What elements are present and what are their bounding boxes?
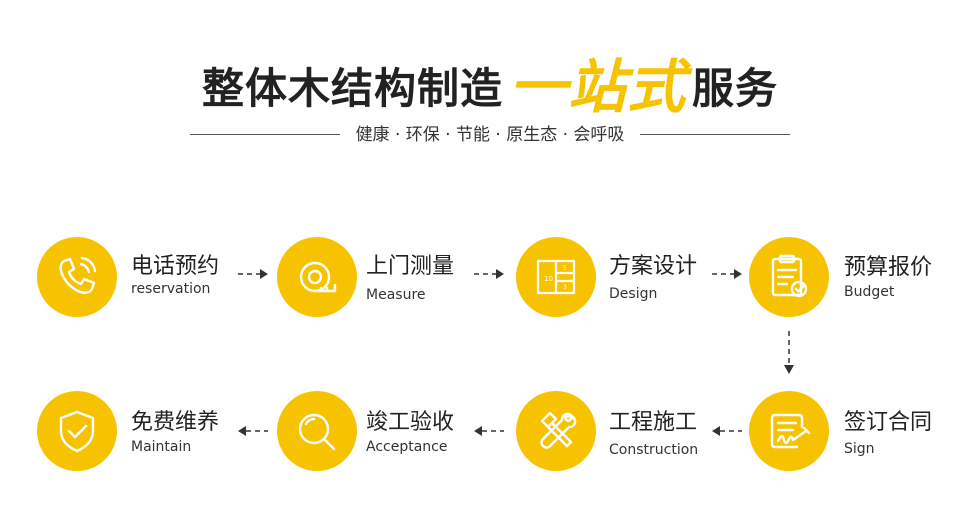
step-title-3: 方案设计 xyxy=(609,254,698,279)
hammer-wrench-icon xyxy=(516,391,596,471)
floor-plan-icon: 10 5 3 xyxy=(516,237,596,317)
phone-icon xyxy=(37,237,117,317)
title-part2: 服务 xyxy=(692,64,779,113)
arrow-down xyxy=(784,331,794,374)
clipboard-check-icon xyxy=(749,237,829,317)
arrow-right-1 xyxy=(238,269,268,279)
step-title-2: 上门测量 xyxy=(366,254,455,279)
arrow-left-3 xyxy=(238,426,268,436)
step-title-6: 工程施工 xyxy=(609,410,698,435)
svg-text:5: 5 xyxy=(563,265,567,272)
step-title-4: 预算报价 xyxy=(844,255,933,280)
arrow-right-2 xyxy=(474,269,504,279)
magnifier-icon xyxy=(277,391,357,471)
shield-check-icon xyxy=(37,391,117,471)
step-label-4: Budget xyxy=(844,284,895,300)
title-part1: 整体木结构制造 xyxy=(201,64,503,113)
arrow-left-1 xyxy=(712,426,742,436)
page-title: 整体木结构制造一站式服务 xyxy=(0,52,980,124)
svg-text:3: 3 xyxy=(563,284,567,291)
step-label-2: Measure xyxy=(366,287,426,303)
step-title-8: 免费维养 xyxy=(131,410,220,435)
step-label-7: Acceptance xyxy=(366,439,448,455)
contract-signature-icon xyxy=(749,391,829,471)
tape-measure-icon xyxy=(277,237,357,317)
step-title-5: 签订合同 xyxy=(844,410,933,435)
divider-left xyxy=(190,134,340,135)
step-label-6: Construction xyxy=(609,442,699,458)
arrow-right-3 xyxy=(712,269,742,279)
title-accent: 一站式 xyxy=(508,53,686,121)
subtitle: 健康 · 环保 · 节能 · 原生态 · 会呼吸 xyxy=(355,125,625,145)
step-label-8: Maintain xyxy=(131,439,192,455)
arrow-left-2 xyxy=(474,426,504,436)
step-label-1: reservation xyxy=(131,281,211,297)
step-title-7: 竣工验收 xyxy=(366,410,455,435)
step-label-3: Design xyxy=(609,286,658,302)
svg-text:10: 10 xyxy=(544,275,553,283)
step-label-5: Sign xyxy=(844,441,875,457)
step-title-1: 电话预约 xyxy=(131,254,220,279)
divider-right xyxy=(640,134,790,135)
